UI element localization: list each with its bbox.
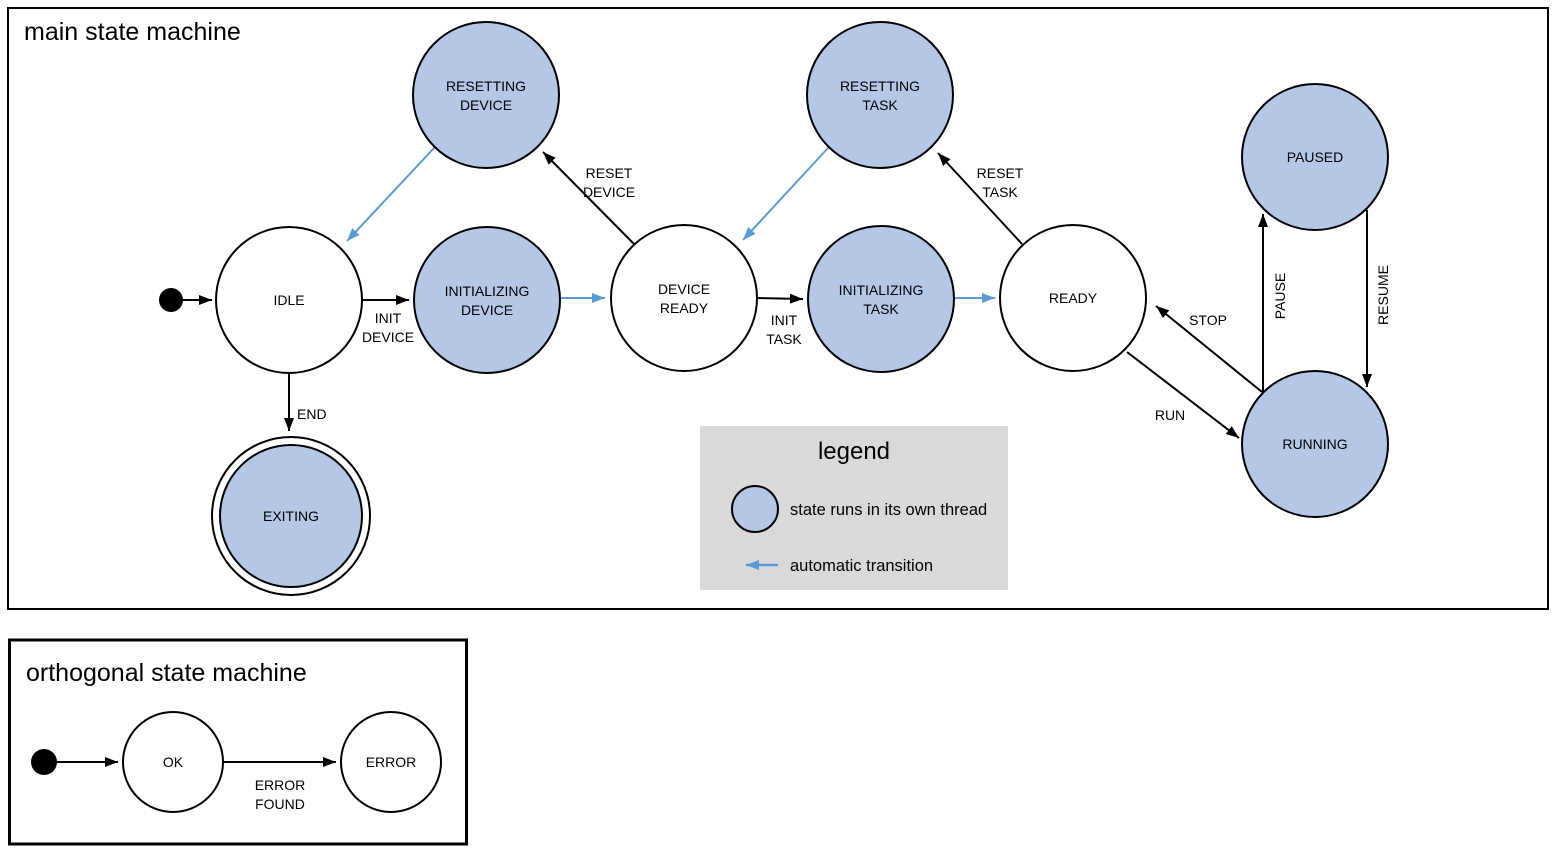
label-reset-task-line1: RESET — [977, 165, 1024, 181]
label-reset-device-line2: DEVICE — [583, 184, 635, 200]
orthogonal-initial-state-dot — [31, 749, 57, 775]
legend: legend state runs in its own thread auto… — [700, 426, 1008, 590]
state-exiting-inner-circle — [219, 444, 363, 588]
label-error-found-line2: FOUND — [255, 796, 305, 812]
transition-running-to-ready — [1155, 305, 1263, 393]
state-device-ready-label2: READY — [660, 300, 709, 316]
state-resetting-device-circle — [412, 21, 560, 169]
transition-resetting-task-to-device-ready — [742, 147, 829, 241]
state-paused: PAUSED — [1241, 83, 1389, 231]
legend-title: legend — [818, 438, 890, 465]
legend-thread-state-icon — [731, 485, 779, 533]
transition-labels: INIT DEVICE RESET DEVICE INIT TASK RESET… — [297, 165, 1391, 423]
label-reset-task-line2: TASK — [982, 184, 1018, 200]
state-device-ready: DEVICE READY — [610, 224, 758, 372]
state-initializing-device: INITIALIZING DEVICE — [413, 226, 561, 374]
state-initializing-device-circle — [413, 226, 561, 374]
label-init-device-line1: INIT — [375, 310, 402, 326]
state-device-ready-label: DEVICE — [658, 281, 710, 297]
transition-resetting-device-to-idle — [346, 146, 436, 242]
label-end: END — [297, 406, 327, 422]
state-resetting-device: RESETTING DEVICE — [412, 21, 560, 169]
state-resetting-device-label2: DEVICE — [460, 97, 512, 113]
state-initializing-task-label2: TASK — [863, 301, 899, 317]
state-idle-label: IDLE — [273, 292, 304, 308]
state-exiting-final: EXITING — [211, 436, 371, 596]
transition-device-ready-to-resetting-device — [542, 151, 636, 246]
orthogonal-panel-title: orthogonal state machine — [26, 659, 307, 687]
main-transitions — [183, 151, 1372, 439]
legend-auto-label: automatic transition — [790, 557, 933, 575]
orthogonal-state-machine-panel: orthogonal state machine OK ERROR ERROR … — [8, 638, 468, 846]
label-init-task-line1: INIT — [771, 312, 798, 328]
state-ok-circle — [122, 711, 224, 813]
state-initializing-task-label: INITIALIZING — [839, 282, 924, 298]
initial-state-dot — [159, 288, 183, 312]
state-ready: READY — [999, 224, 1147, 372]
label-init-task-line2: TASK — [766, 331, 802, 347]
state-ok-label: OK — [163, 754, 184, 770]
state-resetting-task: RESETTING TASK — [806, 21, 954, 169]
state-paused-label: PAUSED — [1287, 149, 1344, 165]
state-running: RUNNING — [1241, 370, 1389, 518]
state-idle: IDLE — [215, 226, 363, 374]
state-initializing-device-label: INITIALIZING — [445, 283, 530, 299]
label-resume: RESUME — [1375, 265, 1391, 325]
legend-thread-label: state runs in its own thread — [790, 501, 987, 519]
state-ready-circle — [999, 224, 1147, 372]
state-paused-circle — [1241, 83, 1389, 231]
state-running-circle — [1241, 370, 1389, 518]
state-device-ready-circle — [610, 224, 758, 372]
state-resetting-task-label: RESETTING — [840, 78, 920, 94]
label-run: RUN — [1155, 407, 1185, 423]
state-error-label: ERROR — [366, 754, 417, 770]
state-resetting-task-label2: TASK — [862, 97, 898, 113]
main-state-machine-panel: main state machine INIT DEVICE RESET — [7, 7, 1549, 610]
state-exiting-label: EXITING — [263, 508, 319, 524]
automatic-transitions — [346, 146, 995, 303]
label-error-found-line1: ERROR — [255, 777, 306, 793]
state-initializing-task-circle — [807, 225, 955, 373]
state-ok: OK — [122, 711, 224, 813]
label-pause: PAUSE — [1272, 273, 1288, 319]
state-resetting-device-label: RESETTING — [446, 78, 526, 94]
label-stop: STOP — [1189, 312, 1227, 328]
transition-ready-to-resetting-task — [937, 152, 1023, 245]
label-init-device-line2: DEVICE — [362, 329, 414, 345]
state-running-label: RUNNING — [1282, 436, 1347, 452]
transition-device-ready-to-initializing-task — [756, 293, 804, 304]
state-resetting-task-circle — [806, 21, 954, 169]
state-initializing-task: INITIALIZING TASK — [807, 225, 955, 373]
transition-ready-to-running — [1126, 351, 1240, 439]
state-idle-circle — [215, 226, 363, 374]
label-reset-device-line1: RESET — [586, 165, 633, 181]
orthogonal-transition-labels: ERROR FOUND — [255, 777, 306, 812]
state-error-circle — [340, 711, 442, 813]
state-error: ERROR — [340, 711, 442, 813]
state-initializing-device-label2: DEVICE — [461, 302, 513, 318]
state-ready-label: READY — [1049, 290, 1098, 306]
main-panel-title: main state machine — [24, 18, 241, 46]
